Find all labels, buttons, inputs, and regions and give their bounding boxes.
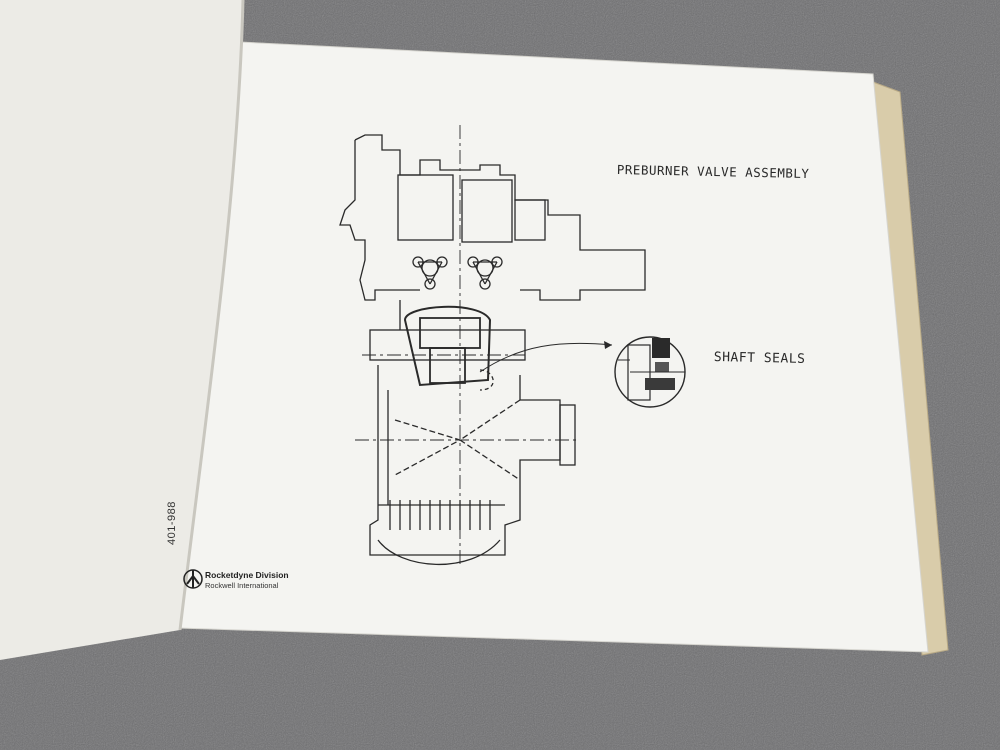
left-page — [0, 0, 243, 660]
right-page — [177, 41, 929, 653]
shaft-seals-label: SHAFT SEALS — [713, 350, 806, 367]
preburner-valve-drawing — [339, 125, 646, 566]
cam-left-icon — [412, 256, 448, 290]
cam-right-icon — [467, 256, 503, 290]
company-name: Rocketdyne Division — [205, 570, 289, 580]
shaft-seals-detail — [614, 336, 686, 408]
rockwell-logo-icon — [183, 569, 203, 589]
document-number: 401-988 — [166, 501, 178, 545]
page-gutter-shadow — [178, 0, 245, 631]
parent-company-name: Rockwell International — [205, 581, 279, 590]
